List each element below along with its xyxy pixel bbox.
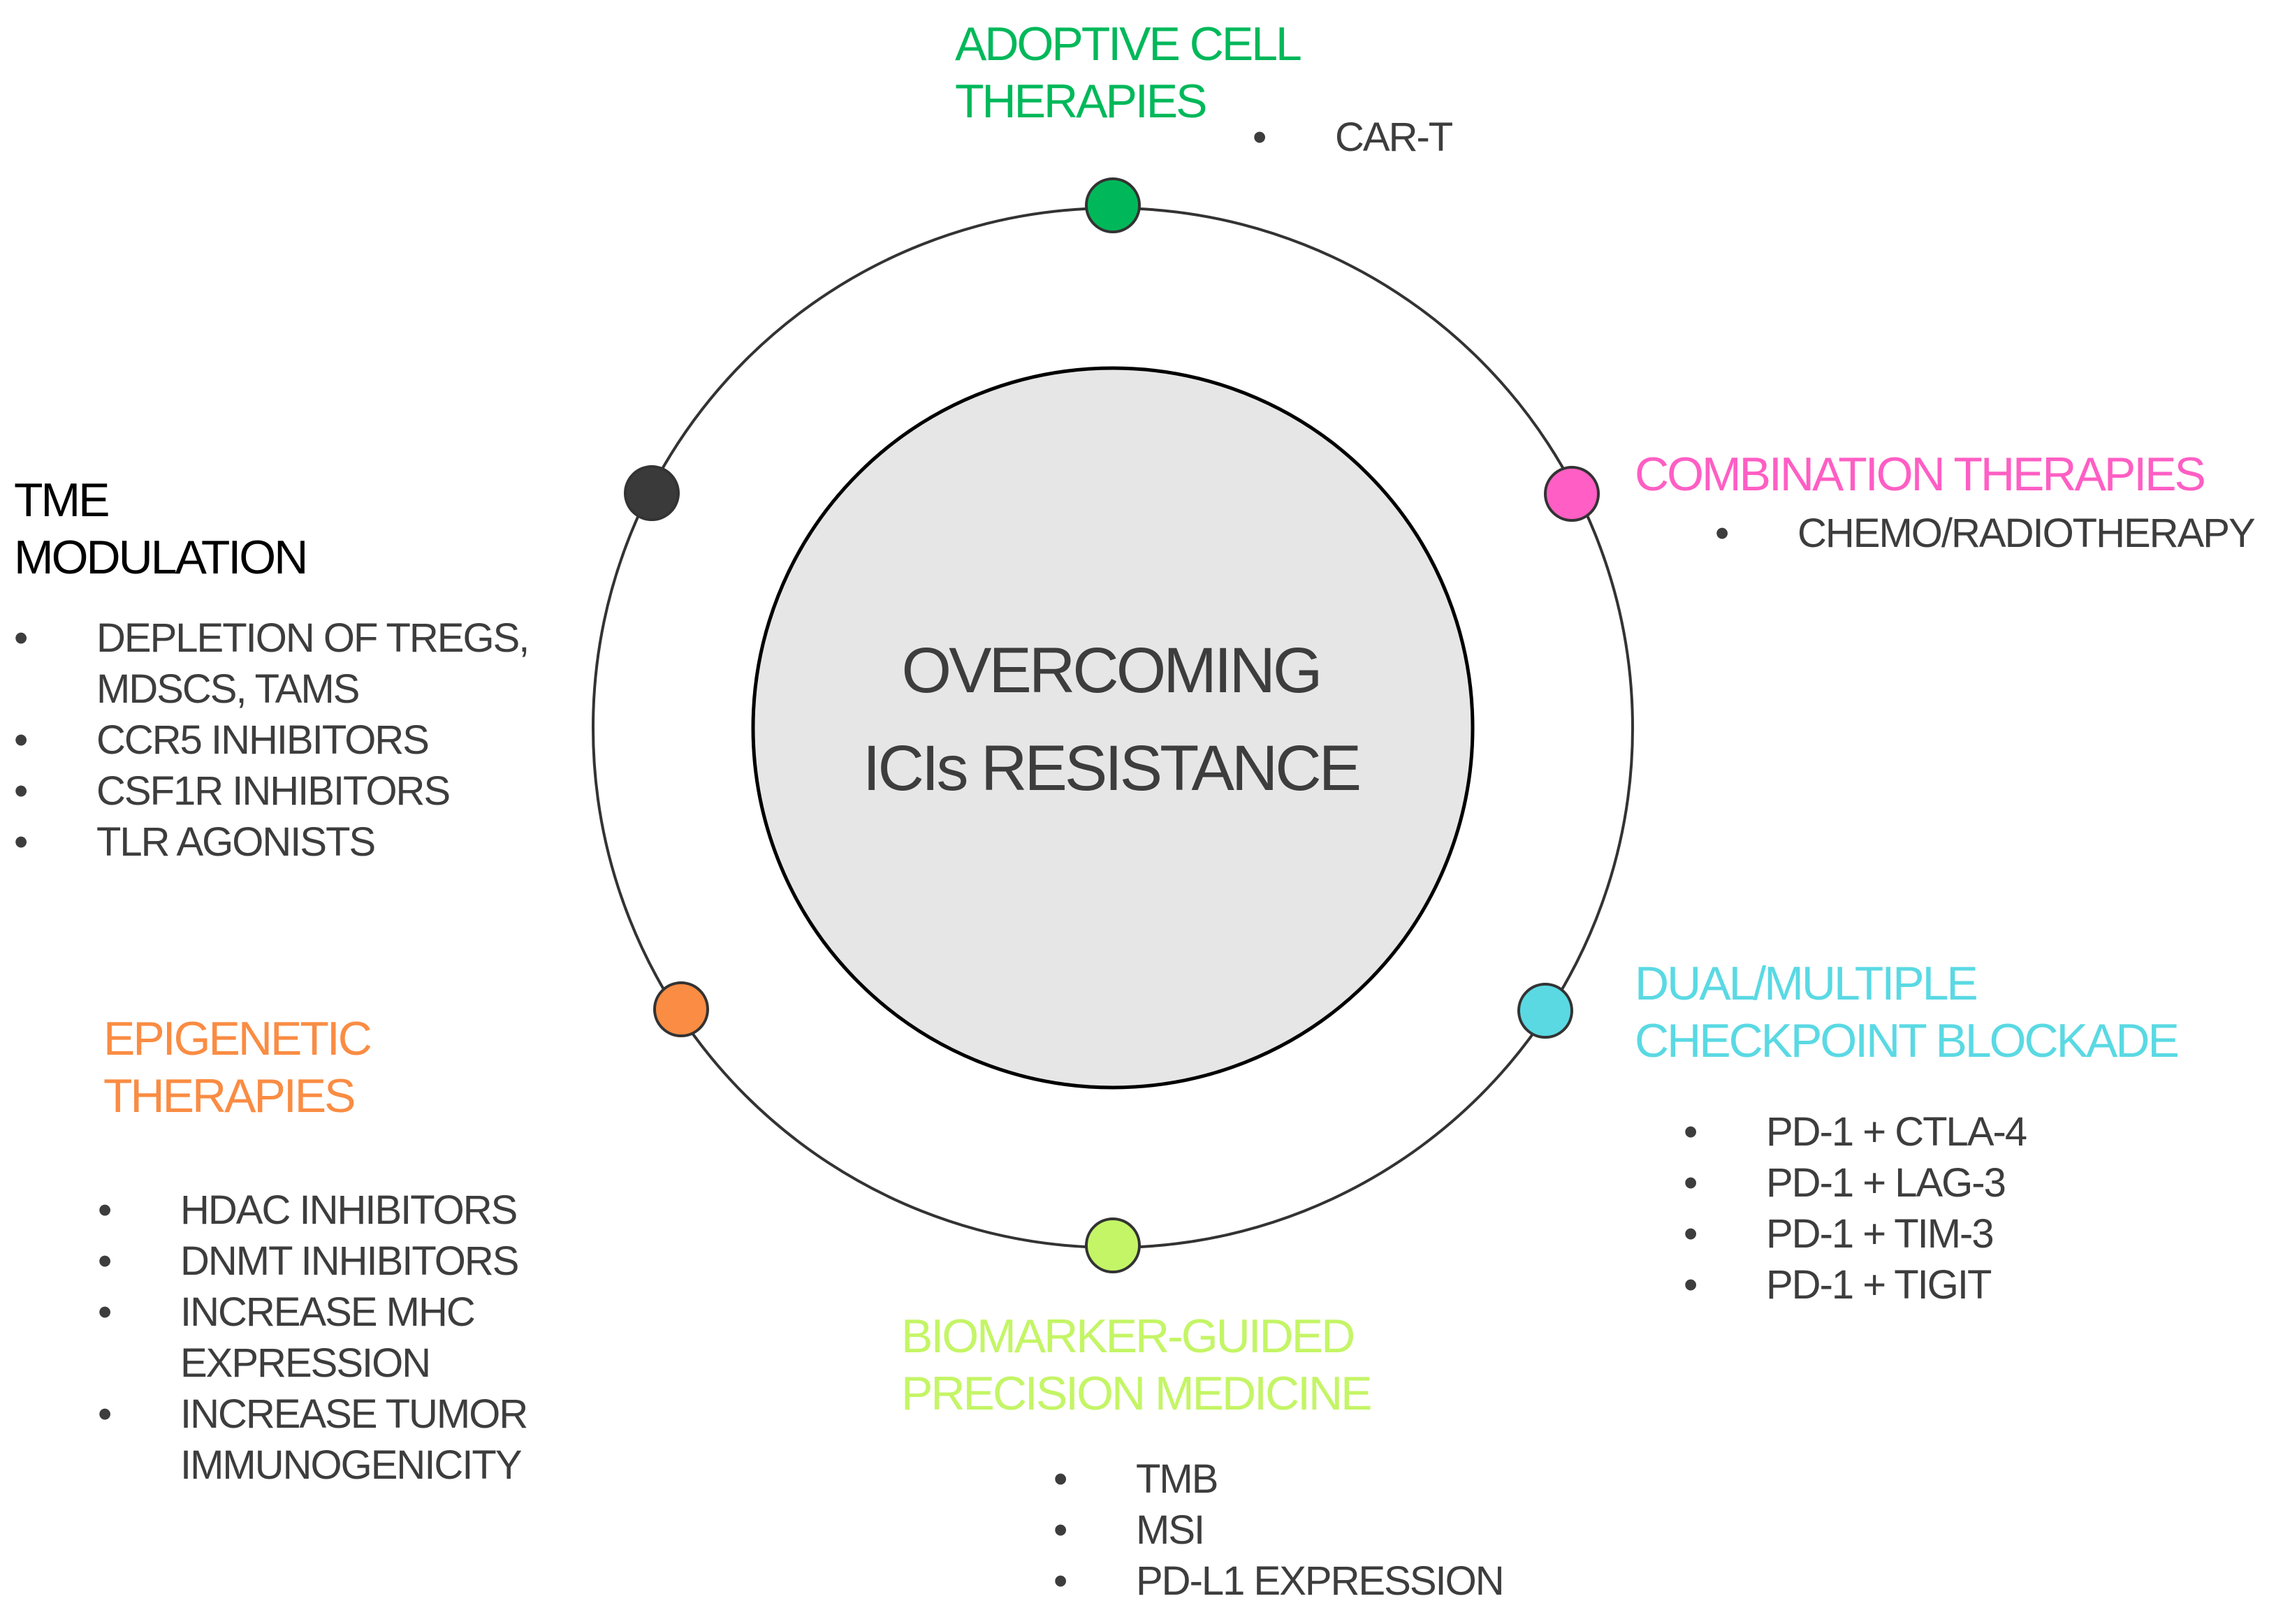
- node-dot-epigenetic: [653, 981, 709, 1037]
- biomarker-heading: BIOMARKER-GUIDED PRECISION MEDICINE: [901, 1308, 1372, 1422]
- tme-heading: TME MODULATION: [14, 471, 308, 586]
- epigenetic-heading-line2: THERAPIES: [103, 1069, 356, 1122]
- list-item: INCREASE MHC EXPRESSION: [98, 1287, 527, 1389]
- center-circle: [751, 366, 1475, 1090]
- combination-list: CHEMO/RADIOTHERAPY: [1715, 508, 2256, 559]
- list-item: TLR AGONISTS: [14, 817, 528, 868]
- dual-heading-line2: CHECKPOINT BLOCKADE: [1635, 1014, 2180, 1067]
- adoptive-heading-line2: THERAPIES: [955, 75, 1207, 128]
- dual-heading: DUAL/MULTIPLE CHECKPOINT BLOCKADE: [1635, 955, 2180, 1069]
- biomarker-heading-line2: PRECISION MEDICINE: [901, 1367, 1372, 1420]
- center-title-line2: ICIs RESISTANCE: [862, 733, 1362, 804]
- list-item: CAR-T: [1253, 112, 1453, 163]
- adoptive-list: CAR-T: [1253, 112, 1453, 163]
- tme-heading-line1: TME: [14, 474, 110, 527]
- list-item: PD-1 + LAG-3: [1684, 1157, 2026, 1208]
- list-item: DEPLETION OF TREGS, MDSCS, TAMS: [14, 613, 530, 715]
- list-item: HDAC INHIBITORS: [98, 1185, 527, 1236]
- combination-heading-line1: COMBINATION THERAPIES: [1635, 448, 2206, 501]
- node-dot-adoptive: [1085, 177, 1141, 233]
- dual-heading-line1: DUAL/MULTIPLE: [1635, 957, 1978, 1010]
- list-item: CHEMO/RADIOTHERAPY: [1715, 508, 2256, 559]
- list-item: PD-1 + TIGIT: [1684, 1259, 2026, 1310]
- list-item: INCREASE TUMOR IMMUNOGENICITY: [98, 1389, 528, 1491]
- adoptive-heading-line1: ADOPTIVE CELL: [955, 17, 1302, 71]
- epigenetic-heading-line1: EPIGENETIC: [103, 1012, 372, 1065]
- adoptive-heading: ADOPTIVE CELL THERAPIES: [955, 15, 1302, 130]
- tme-list: DEPLETION OF TREGS, MDSCS, TAMS CCR5 INH…: [14, 613, 530, 868]
- node-dot-biomarker: [1085, 1217, 1141, 1273]
- biomarker-heading-line1: BIOMARKER-GUIDED: [901, 1310, 1355, 1363]
- node-dot-tme: [624, 465, 680, 521]
- combination-heading: COMBINATION THERAPIES: [1635, 446, 2206, 503]
- node-dot-combination: [1544, 466, 1600, 522]
- dual-list: PD-1 + CTLA-4 PD-1 + LAG-3 PD-1 + TIM-3 …: [1684, 1106, 2027, 1310]
- tme-heading-line2: MODULATION: [14, 531, 308, 584]
- biomarker-list: TMB MSI PD-L1 EXPRESSION: [1053, 1454, 1505, 1607]
- list-item: PD-1 + CTLA-4: [1684, 1106, 2027, 1157]
- center-title-line1: OVERCOMING: [901, 635, 1323, 706]
- node-dot-dual: [1517, 983, 1573, 1039]
- list-item: DNMT INHIBITORS: [98, 1236, 527, 1287]
- list-item: TMB: [1053, 1454, 1503, 1505]
- list-item: PD-1 + TIM-3: [1684, 1208, 2026, 1259]
- list-item: CCR5 INHIBITORS: [14, 715, 528, 766]
- list-item: PD-L1 EXPRESSION: [1053, 1556, 1505, 1607]
- list-item: CSF1R INHIBITORS: [14, 766, 528, 817]
- center-title: OVERCOMING ICIs RESISTANCE: [761, 622, 1460, 817]
- epigenetic-list: HDAC INHIBITORS DNMT INHIBITORS INCREASE…: [98, 1185, 528, 1491]
- epigenetic-heading: EPIGENETIC THERAPIES: [103, 1010, 372, 1125]
- list-item: MSI: [1053, 1505, 1503, 1556]
